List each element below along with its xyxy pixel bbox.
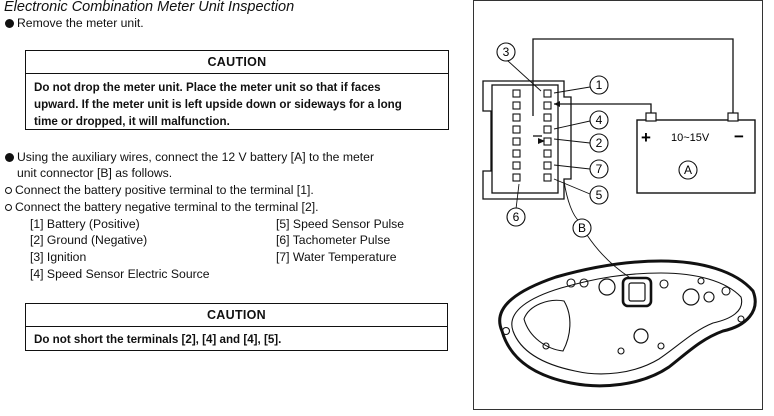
- battery-terminal-positive: [645, 112, 657, 122]
- legend-right: [5] Speed Sensor Pulse [6] Tachometer Pu…: [276, 217, 404, 265]
- aux-wires: [532, 38, 734, 137]
- battery-minus-sign: −: [734, 127, 744, 146]
- legend-item: [1] Battery (Positive): [30, 217, 140, 231]
- wire-arrow: [554, 101, 560, 107]
- step-remove-text: Remove the meter unit.: [17, 16, 144, 30]
- step-remove: Remove the meter unit.: [5, 16, 144, 31]
- callout-a-label: A: [684, 163, 692, 177]
- battery-voltage: 10~15V: [671, 132, 710, 144]
- battery-terminal-negative: [727, 112, 739, 122]
- legend-item: [3] Ignition: [30, 250, 87, 264]
- caution-heading: CAUTION: [26, 304, 447, 327]
- legend-item: [7] Water Temperature: [276, 250, 397, 264]
- legend-item: [6] Tachometer Pulse: [276, 233, 391, 247]
- caution-heading: CAUTION: [26, 51, 448, 74]
- caution-line: Do not drop the meter unit. Place the me…: [34, 81, 381, 94]
- meter-unit: [498, 259, 757, 388]
- callout-label: 4: [596, 113, 603, 127]
- callout-label: 2: [596, 136, 603, 150]
- connector-outline: [482, 80, 572, 200]
- substep-positive: Connect the battery positive terminal to…: [5, 183, 314, 198]
- callout-label: 7: [596, 162, 603, 176]
- caution-body: Do not short the terminals [2], [4] and …: [34, 333, 282, 346]
- callout-1: [589, 75, 609, 95]
- callout-leaders: [507, 60, 630, 278]
- callout-b-label: B: [578, 221, 586, 235]
- callout-5: [589, 185, 609, 205]
- callout-6: [506, 207, 526, 227]
- legend-left: [1] Battery (Positive) [2] Ground (Negat…: [30, 217, 210, 282]
- step-connect: Using the auxiliary wires, connect the 1…: [5, 150, 374, 165]
- substep-text: Connect the battery positive terminal to…: [15, 183, 314, 197]
- substep-text: Connect the battery negative terminal to…: [15, 200, 319, 214]
- wiring-diagram: + − 10~15V A: [482, 38, 757, 388]
- step-connect-line: Using the auxiliary wires, connect the 1…: [17, 150, 374, 164]
- callout-label: 1: [596, 78, 603, 92]
- wire-arrow: [538, 138, 545, 144]
- battery-plus-sign: +: [641, 128, 651, 147]
- callout-2: [589, 133, 609, 153]
- callout-4: [589, 110, 609, 130]
- callout-label: 3: [503, 45, 510, 59]
- callout-7: [589, 159, 609, 179]
- substep-negative: Connect the battery negative terminal to…: [5, 200, 319, 215]
- callout-3: [496, 42, 516, 62]
- legend-item: [5] Speed Sensor Pulse: [276, 217, 405, 231]
- bullet-icon: [5, 19, 14, 28]
- callout-label: 5: [596, 188, 603, 202]
- caution-line: time or dropped, it will malfunction.: [34, 115, 230, 128]
- callout-b: [572, 218, 592, 238]
- wiring-figure: + − 10~15V A: [473, 0, 763, 410]
- page-title: Electronic Combination Meter Unit Inspec…: [4, 0, 295, 15]
- connector-pins: [512, 89, 552, 182]
- step-connect-line: unit connector [B] as follows.: [17, 166, 173, 180]
- circle-bullet-icon: [5, 187, 12, 194]
- legend-item: [4] Speed Sensor Electric Source: [30, 267, 210, 281]
- callout-label: 6: [513, 210, 520, 224]
- caution-box-short: CAUTION Do not short the terminals [2], …: [25, 303, 448, 351]
- battery-body: [636, 119, 756, 194]
- caution-box-drop: CAUTION Do not drop the meter unit. Plac…: [25, 50, 449, 130]
- bullet-icon: [5, 153, 14, 162]
- callout-a: [678, 160, 698, 180]
- caution-line: upward. If the meter unit is left upside…: [34, 98, 402, 111]
- legend-item: [2] Ground (Negative): [30, 233, 148, 247]
- caution-body: Do not drop the meter unit. Place the me…: [26, 74, 448, 135]
- circle-bullet-icon: [5, 204, 12, 211]
